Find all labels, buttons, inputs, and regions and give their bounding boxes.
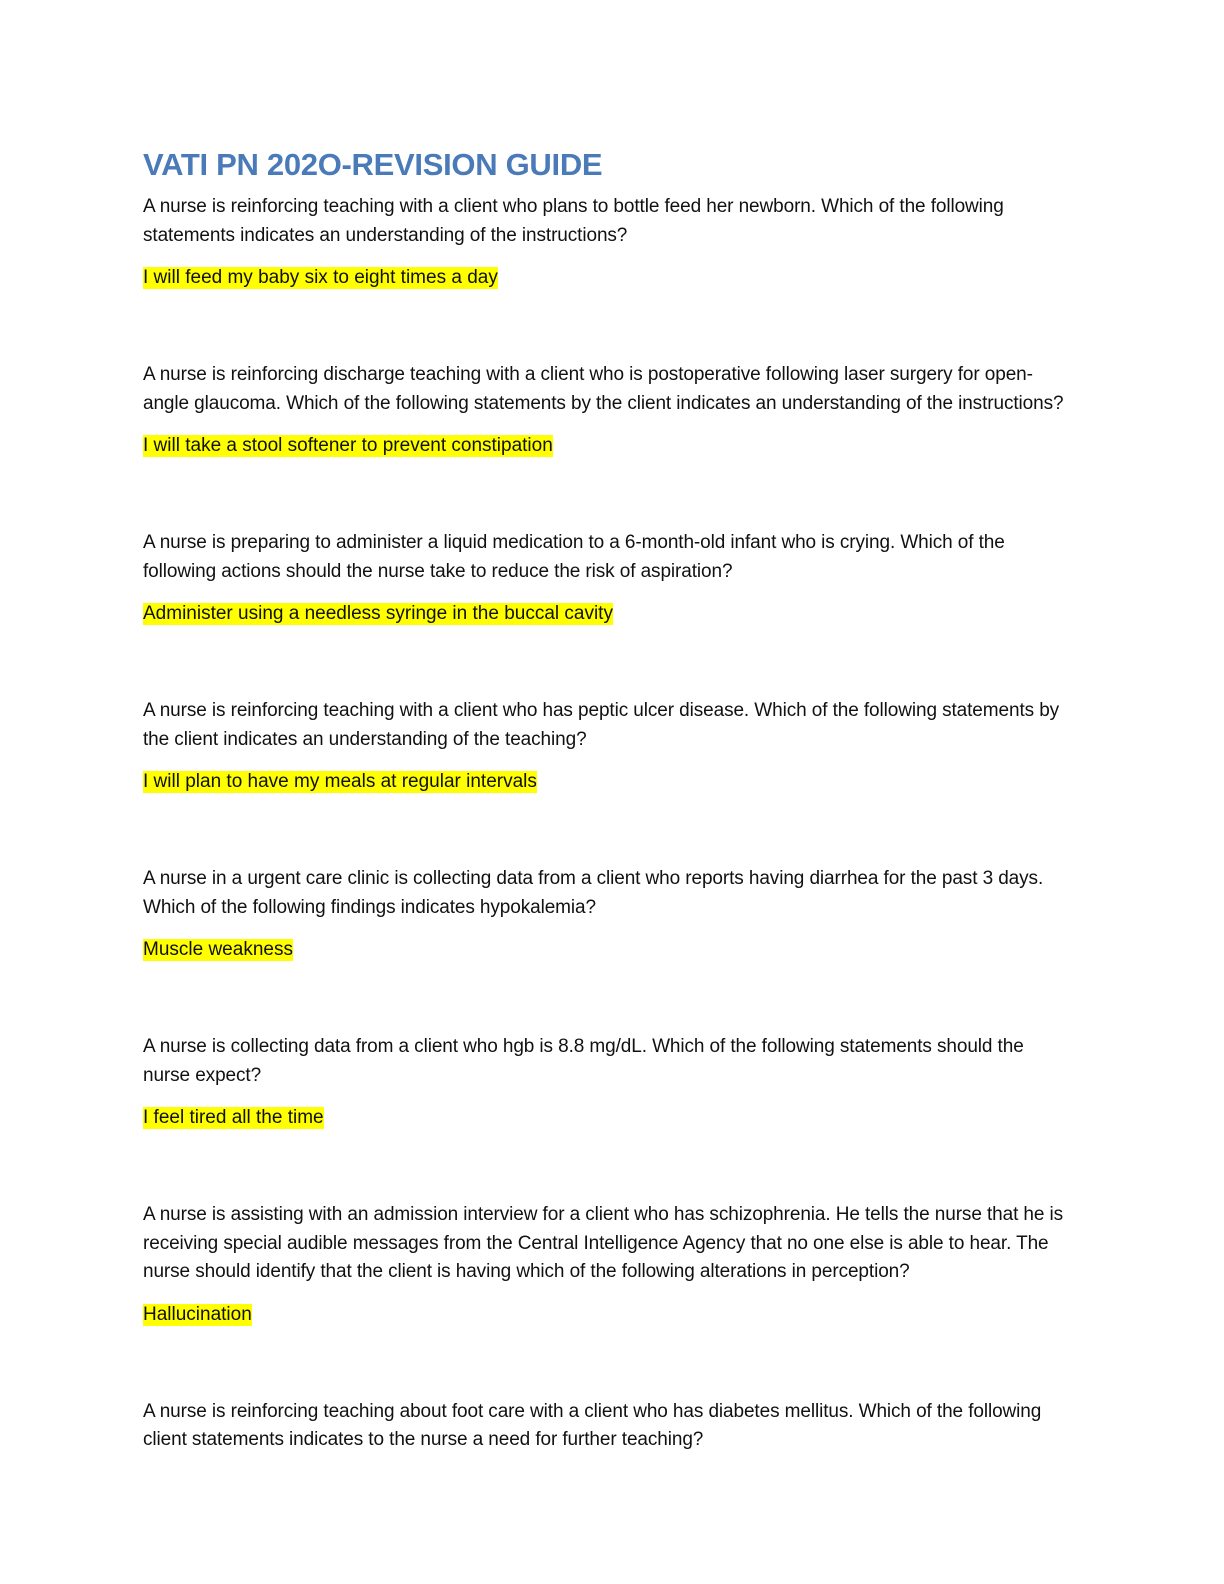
question-text: A nurse is reinforcing teaching about fo… [143, 1400, 1042, 1451]
document-page: VATI PN 202O-REVISION GUIDE A nurse is r… [143, 145, 1073, 1455]
qa-item: A nurse is reinforcing teaching with a c… [143, 193, 1073, 290]
question-text: A nurse in a urgent care clinic is colle… [143, 868, 1044, 918]
qa-item: A nurse is preparing to administer a liq… [143, 529, 1073, 626]
question-text: A nurse is collecting data from a client… [143, 1036, 1024, 1086]
question-text: A nurse is reinforcing teaching with a c… [143, 700, 1060, 750]
highlighted-answer: I will feed my baby six to eight times a… [143, 267, 498, 289]
qa-item: A nurse is reinforcing teaching with a c… [143, 697, 1073, 794]
qa-item: A nurse is reinforcing discharge teachin… [143, 361, 1073, 458]
highlighted-answer: I will plan to have my meals at regular … [143, 771, 537, 793]
document-title: VATI PN 202O-REVISION GUIDE [143, 147, 603, 182]
highlighted-answer: I will take a stool softener to prevent … [143, 435, 553, 457]
qa-item: A nurse is reinforcing teaching about fo… [143, 1398, 1073, 1455]
qa-item: A nurse is collecting data from a client… [143, 1033, 1073, 1130]
highlighted-answer: Hallucination [143, 1303, 252, 1326]
highlighted-answer: Muscle weakness [143, 939, 293, 961]
question-text: A nurse is reinforcing teaching with a c… [143, 196, 1004, 246]
question-text: A nurse is reinforcing discharge teachin… [143, 364, 1064, 414]
question-text: A nurse is assisting with an admission i… [143, 1204, 1064, 1282]
highlighted-answer: I feel tired all the time [143, 1107, 324, 1129]
question-text: A nurse is preparing to administer a liq… [143, 532, 1005, 582]
qa-item: A nurse in a urgent care clinic is colle… [143, 865, 1073, 962]
highlighted-answer: Administer using a needless syringe in t… [143, 603, 613, 625]
qa-item: A nurse is assisting with an admission i… [143, 1201, 1073, 1327]
